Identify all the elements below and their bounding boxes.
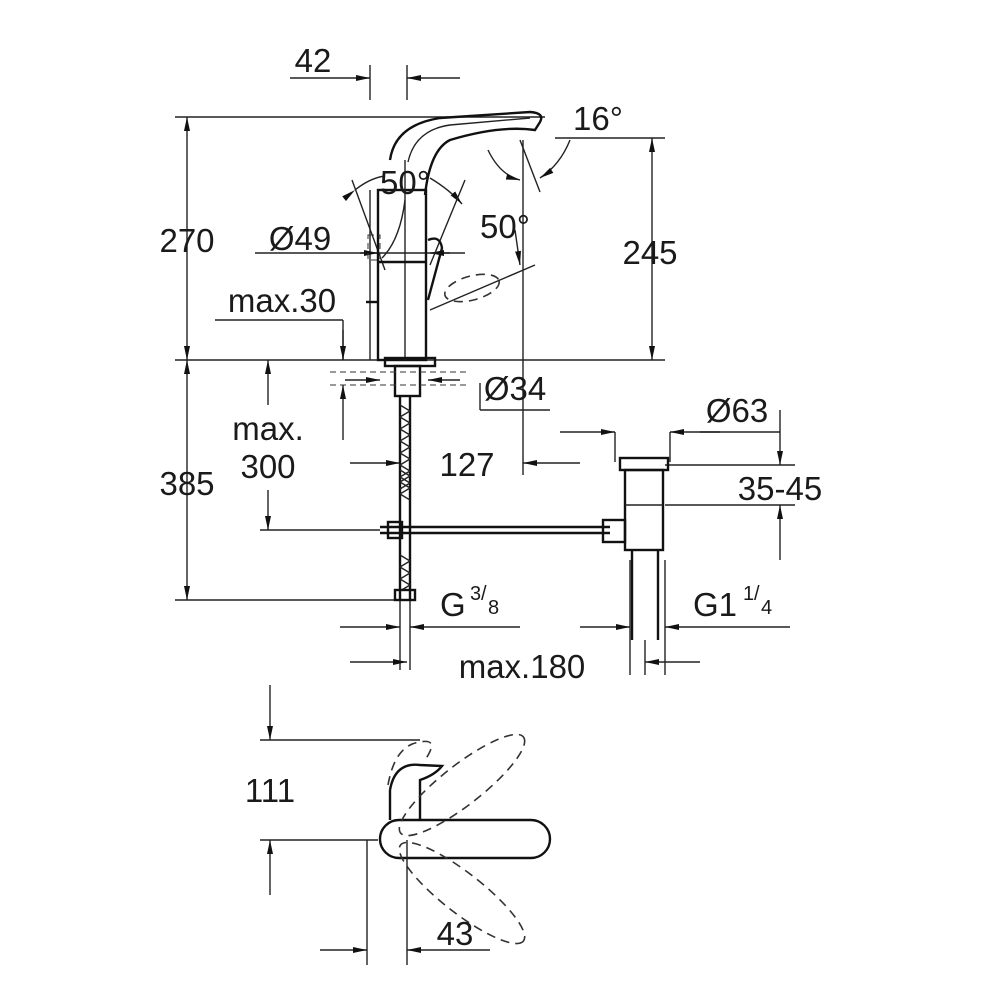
label-drain-diameter: Ø63 <box>706 392 768 429</box>
label-drain-thread: G1 <box>693 586 737 623</box>
label-lever-offset: 43 <box>437 915 474 952</box>
label-max-rod: max.180 <box>459 648 586 685</box>
label-body-diameter: Ø49 <box>269 220 331 257</box>
drain-waste <box>601 456 670 640</box>
label-mount-diameter: Ø34 <box>484 370 546 407</box>
dimension-arrows <box>184 75 790 665</box>
label-total-height: 270 <box>159 222 214 259</box>
label-hose-length: 385 <box>159 465 214 502</box>
label-drain-range: 35-45 <box>738 470 822 507</box>
faucet-side-view <box>330 110 543 398</box>
label-lever-height: 111 <box>245 772 295 809</box>
label-supply-thread-num: 3 <box>470 583 481 605</box>
label-lever-angle-right: 50° <box>480 208 530 245</box>
label-drain-thread-slash: / <box>754 583 760 605</box>
label-hose-max-value: 300 <box>240 448 295 485</box>
label-spout-height: 245 <box>622 234 677 271</box>
faucet-top-view <box>260 685 552 965</box>
label-supply-thread: G <box>440 586 466 623</box>
label-drain-thread-num: 1 <box>743 583 754 605</box>
label-drain-thread-den: 4 <box>761 597 772 619</box>
label-supply-thread-slash: / <box>481 583 487 605</box>
supply-hose <box>380 396 610 602</box>
label-max-deck: max.30 <box>228 282 336 319</box>
dimension-labels: 42 16° 50° 50° 270 Ø49 245 max.30 Ø34 Ø6… <box>159 42 822 952</box>
extension-lines <box>175 65 795 675</box>
label-drain-offset: 127 <box>439 446 494 483</box>
label-spout-offset: 42 <box>295 42 332 79</box>
label-supply-thread-den: 8 <box>488 597 499 619</box>
label-hose-max: max. <box>232 410 304 447</box>
label-spout-angle: 16° <box>573 100 623 137</box>
label-lever-angle-left: 50° <box>380 164 430 201</box>
